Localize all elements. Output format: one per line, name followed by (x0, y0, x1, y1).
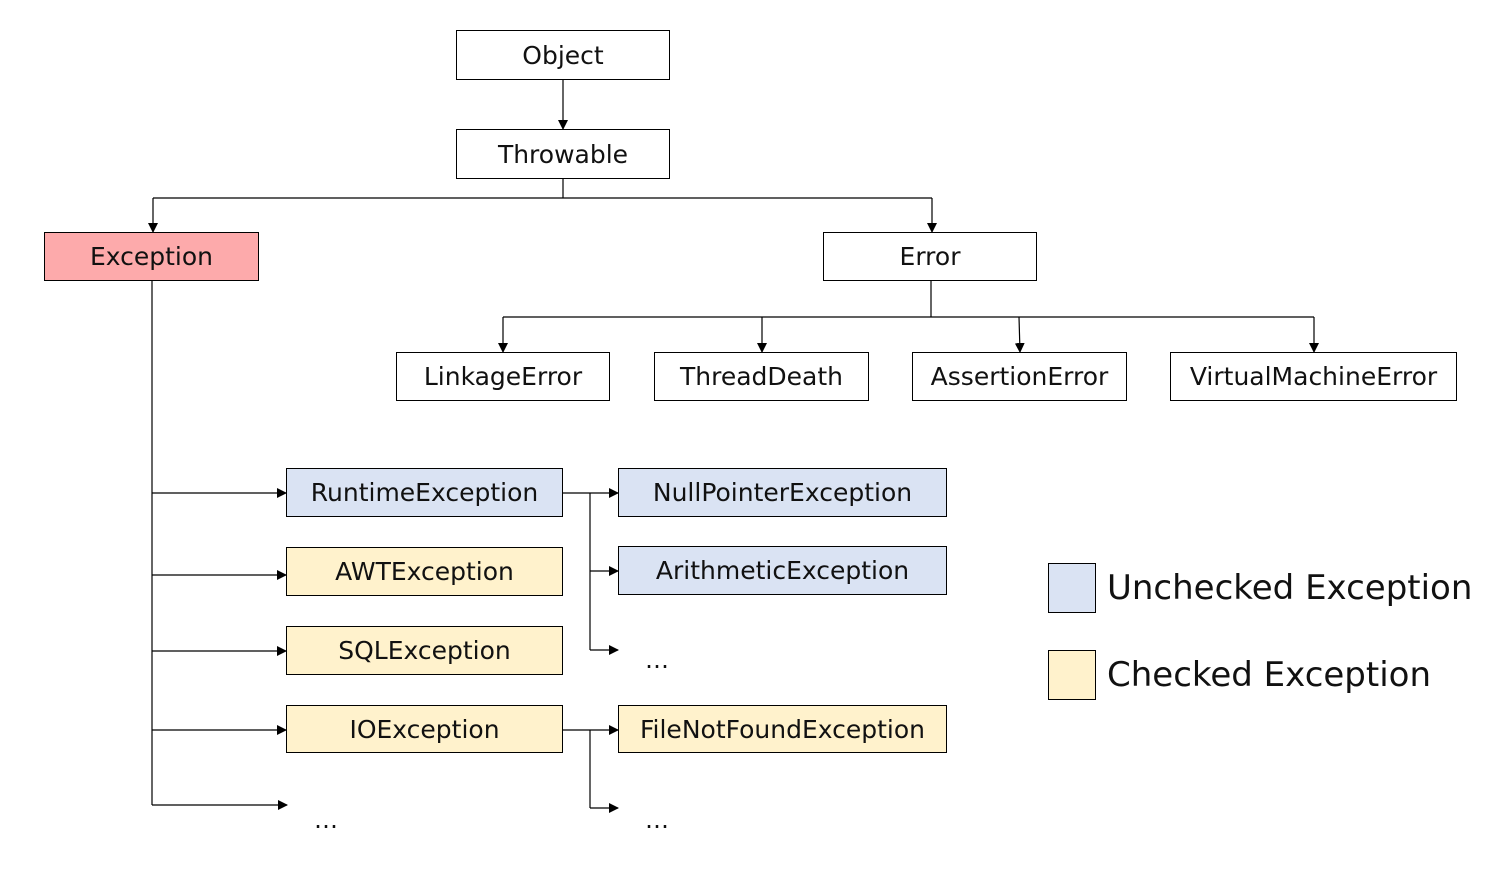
node-arithmetic-exception: ArithmeticException (618, 546, 947, 595)
node-thread-death: ThreadDeath (654, 352, 869, 401)
node-awt-exception: AWTException (286, 547, 563, 596)
node-throwable: Throwable (456, 129, 670, 179)
node-null-pointer-exception: NullPointerException (618, 468, 947, 517)
legend-swatch-unchecked (1048, 563, 1096, 613)
edge-error-assertion (1014, 316, 1025, 353)
legend-swatch-checked (1048, 650, 1096, 700)
node-sql-exception: SQLException (286, 626, 563, 675)
node-file-not-found-exception: FileNotFoundException (618, 705, 947, 753)
legend-label-checked: Checked Exception (1107, 655, 1432, 695)
node-error: Error (823, 232, 1037, 281)
ellipsis-exception-more: … (314, 806, 338, 834)
node-virtual-machine-error: VirtualMachineError (1170, 352, 1457, 401)
node-exception: Exception (44, 232, 259, 281)
legend-label-unchecked: Unchecked Exception (1107, 568, 1473, 608)
node-assertion-error: AssertionError (912, 352, 1127, 401)
node-runtime-exception: RuntimeException (286, 468, 563, 517)
node-linkage-error: LinkageError (396, 352, 610, 401)
node-io-exception: IOException (286, 705, 563, 753)
ellipsis-runtime-more: … (645, 646, 669, 674)
ellipsis-io-more: … (645, 806, 669, 834)
node-object: Object (456, 30, 670, 80)
